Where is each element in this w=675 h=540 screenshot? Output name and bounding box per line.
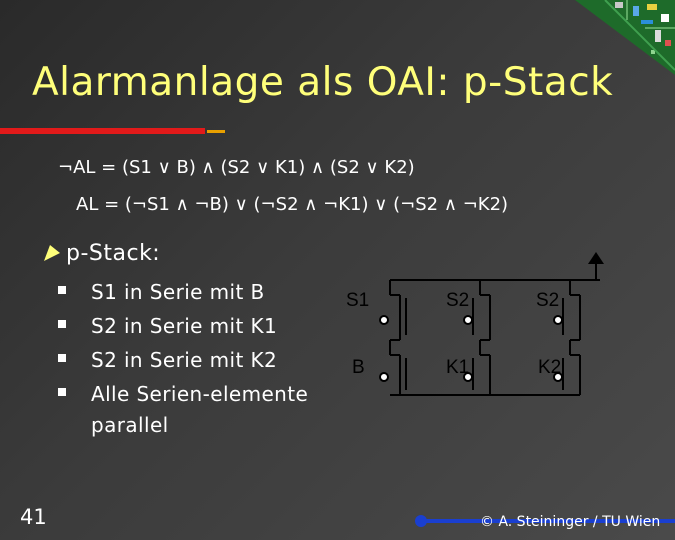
list-item-text: S2 in Serie mit K2 xyxy=(91,348,278,372)
transistor-label: K2 xyxy=(538,357,561,378)
arrow-bullet-icon xyxy=(44,245,60,261)
formula-negated: ¬AL = (S1 ∨ B) ∧ (S2 ∨ K1) ∧ (S2 ∨ K2) xyxy=(58,157,415,178)
list-item: Alle Serien-elemente parallel xyxy=(58,379,321,441)
slide-title: Alarmanlage als OAI: p-Stack xyxy=(32,60,614,105)
list-item: S2 in Serie mit K2 xyxy=(58,345,321,376)
title-underline xyxy=(0,128,205,134)
transistor-label: B xyxy=(352,357,365,378)
list-item-text: Alle Serien-elemente parallel xyxy=(91,382,309,437)
list-item: S1 in Serie mit B xyxy=(58,277,321,308)
p-stack-circuit-diagram: S1 S2 S2 B K1 K2 xyxy=(346,252,604,396)
list-item-text: S1 in Serie mit B xyxy=(91,280,265,304)
transistor-label: S2 xyxy=(446,290,469,311)
list-item-text: S2 in Serie mit K1 xyxy=(91,314,278,338)
copyright-text: © A. Steininger / TU Wien xyxy=(480,514,661,530)
footer-line xyxy=(415,515,675,527)
square-bullet-icon xyxy=(58,354,66,362)
square-bullet-icon xyxy=(58,388,66,396)
section-heading: p-Stack: xyxy=(66,241,161,266)
circuit-board-image xyxy=(575,0,675,75)
formula-positive: AL = (¬S1 ∧ ¬B) ∨ (¬S2 ∧ ¬K1) ∨ (¬S2 ∧ ¬… xyxy=(76,194,509,215)
title-underline-accent xyxy=(207,130,225,133)
square-bullet-icon xyxy=(58,320,66,328)
transistor-label: S1 xyxy=(346,290,369,311)
transistor-label: S2 xyxy=(536,290,559,311)
transistor-label: K1 xyxy=(446,357,469,378)
square-bullet-icon xyxy=(58,286,66,294)
page-number: 41 xyxy=(20,505,47,529)
list-item: S2 in Serie mit K1 xyxy=(58,311,321,342)
